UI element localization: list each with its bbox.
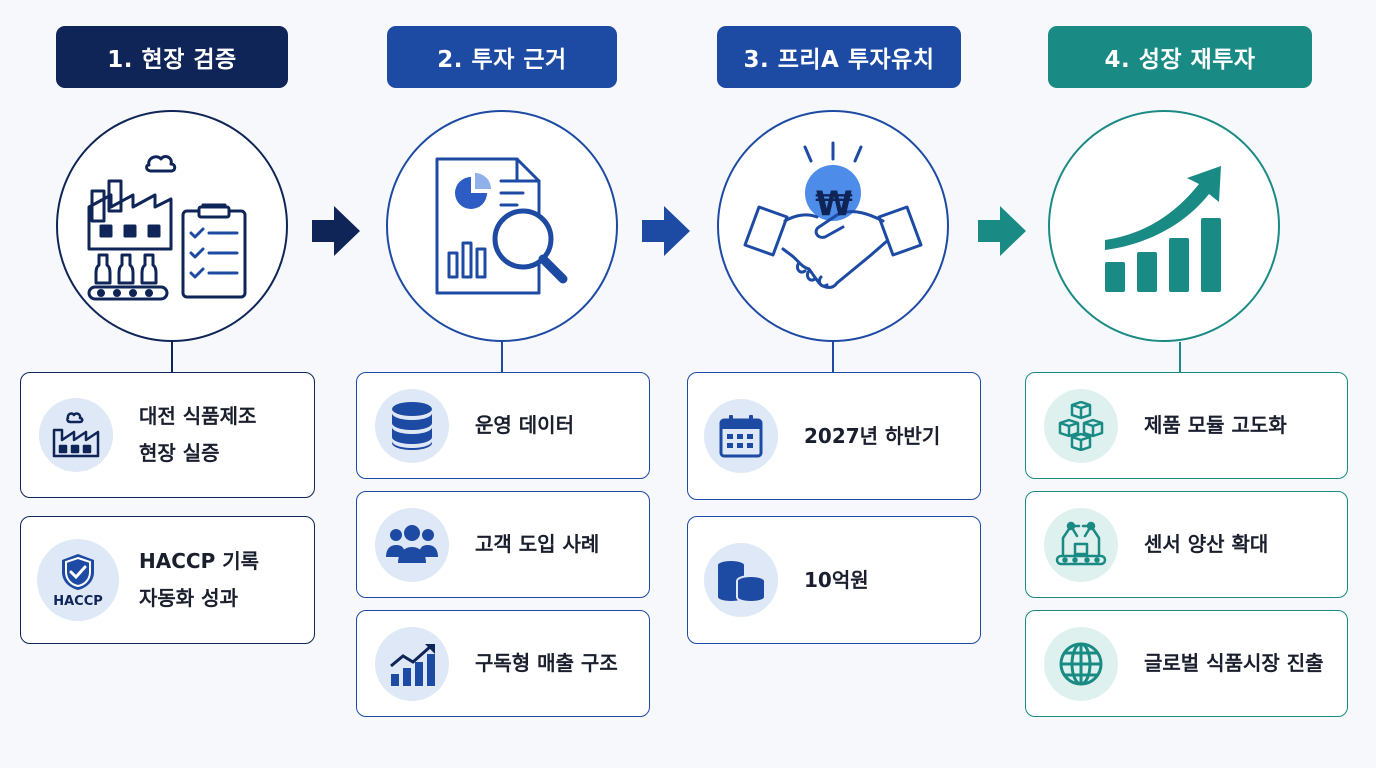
growth-bars-icon (1105, 166, 1221, 292)
factory-icon (39, 398, 113, 472)
stage-3-title: 3. 프리A 투자유치 (717, 26, 961, 88)
robot-arm-icon (1044, 507, 1118, 582)
card-line: 운영 데이터 (475, 413, 574, 437)
card-line: 고객 도입 사례 (475, 532, 600, 556)
database-icon (375, 388, 449, 463)
factory-checklist-icon (87, 155, 247, 301)
stage-1-card-1: 대전 식품제조 현장 실증 (20, 372, 315, 498)
stage-2-card-1: 운영 데이터 (356, 372, 650, 479)
card-line: 센서 양산 확대 (1144, 532, 1269, 556)
stage-4-circle (1048, 110, 1280, 342)
flow-arrow-3 (978, 206, 1026, 256)
globe-icon (1044, 626, 1118, 701)
growth-chart-icon (375, 626, 449, 701)
stage-3-circle: ₩ (717, 110, 949, 342)
card-line: 자동화 성과 (139, 586, 238, 610)
stage-4-title: 4. 성장 재투자 (1048, 26, 1312, 88)
haccp-label: HACCP (53, 593, 103, 609)
stage-2-circle (386, 110, 618, 342)
stage-4-card-1: 제품 모듈 고도화 (1025, 372, 1348, 479)
stage-1-title: 1. 현장 검증 (56, 26, 288, 88)
report-magnifier-icon (435, 157, 568, 295)
stage-2-card-3: 구독형 매출 구조 (356, 610, 650, 717)
card-line: 대전 식품제조 (139, 404, 257, 428)
stage-1-circle (56, 110, 288, 342)
customers-icon (375, 507, 449, 582)
connector-3 (832, 342, 834, 372)
coins-icon (704, 543, 778, 617)
card-line: 구독형 매출 구조 (475, 651, 618, 675)
haccp-shield-icon: HACCP (37, 539, 119, 621)
connector-2 (501, 342, 503, 372)
flow-arrow-1 (312, 206, 360, 256)
card-line: 현장 실증 (139, 441, 220, 465)
connector-1 (171, 342, 173, 372)
calendar-icon (704, 399, 778, 473)
stage-4-card-3: 글로벌 식품시장 진출 (1025, 610, 1348, 717)
stage-2-title: 2. 투자 근거 (387, 26, 617, 88)
handshake-won-icon (743, 141, 923, 289)
flow-arrow-2 (642, 206, 690, 256)
stage-3-card-2: 10억원 (687, 516, 981, 644)
modules-icon (1044, 388, 1118, 463)
card-line: 글로벌 식품시장 진출 (1144, 651, 1324, 675)
won-sign: ₩ (815, 184, 853, 224)
stage-3-card-1: 2027년 하반기 (687, 372, 981, 500)
stage-1-card-2: HACCP HACCP 기록 자동화 성과 (20, 516, 315, 644)
card-line: 2027년 하반기 (804, 423, 941, 448)
connector-4 (1179, 342, 1181, 372)
card-line: 제품 모듈 고도화 (1144, 413, 1287, 437)
card-line: HACCP 기록 (139, 549, 259, 573)
card-line: 10억원 (804, 567, 869, 592)
stage-2-card-2: 고객 도입 사례 (356, 491, 650, 598)
stage-4-card-2: 센서 양산 확대 (1025, 491, 1348, 598)
